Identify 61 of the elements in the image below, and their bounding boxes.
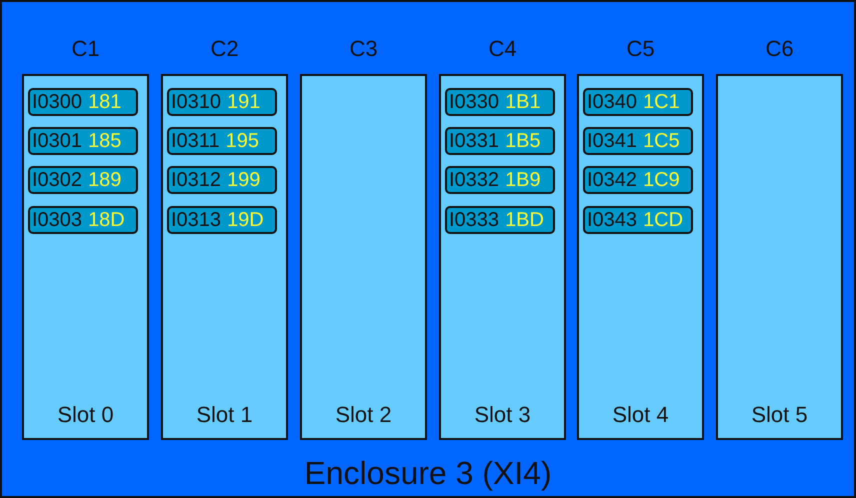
hex-address: 1BD [505, 208, 544, 232]
module-tag [445, 88, 555, 116]
hex-address: 189 [88, 168, 122, 192]
module-tag [583, 206, 693, 234]
hex-address: 1C1 [643, 90, 680, 114]
hex-address: 1B1 [505, 90, 541, 114]
hex-address: 1CD [643, 208, 684, 232]
hex-address: 181 [88, 90, 122, 114]
slot-label: Slot 3 [473, 402, 532, 428]
column-heading: C2 [210, 35, 239, 63]
module-id: I0311 [171, 130, 220, 152]
slot-label: Slot 4 [611, 402, 670, 428]
module-id: I0330 [449, 90, 500, 114]
module-id: I0331 [449, 130, 500, 152]
module-id: I0342 [587, 168, 638, 192]
module-id: I0301 [32, 130, 82, 152]
hex-address: 1B5 [505, 130, 541, 152]
hex-address: 191 [227, 90, 260, 114]
hex-address: 19D [227, 208, 264, 232]
module-tag [583, 127, 693, 155]
module-id: I0300 [32, 90, 82, 114]
hex-address: 1B9 [505, 168, 541, 192]
module-id: I0303 [32, 208, 82, 232]
module-tag [167, 127, 277, 155]
slot-label: Slot 2 [334, 402, 393, 428]
column-heading: C3 [349, 35, 378, 63]
module-id: I0333 [449, 208, 500, 232]
hex-address: 1C9 [643, 168, 680, 192]
module-tag [445, 206, 555, 234]
module-tag [445, 166, 555, 194]
module-id: I0340 [587, 90, 638, 114]
slot-label: Slot 0 [56, 402, 115, 428]
hex-address: 195 [226, 130, 259, 152]
module-id: I0310 [171, 90, 222, 114]
module-tag [28, 88, 138, 116]
hex-address: 199 [227, 168, 260, 192]
module-id: I0312 [171, 168, 222, 192]
module-id: I0343 [587, 208, 638, 232]
column-heading: C5 [626, 35, 655, 63]
slot-label: Slot 5 [750, 402, 809, 428]
module-tag [28, 166, 138, 194]
column-heading: C1 [71, 35, 100, 63]
module-tag [28, 206, 138, 234]
module-tag [28, 127, 138, 155]
module-id: I0302 [32, 168, 82, 192]
module-tag [445, 127, 555, 155]
module-tag [583, 88, 693, 116]
enclosure-title: Enclosure 3 (XI4) [303, 455, 553, 492]
column-heading: C4 [488, 35, 517, 63]
column-heading: C6 [765, 35, 794, 63]
module-tag [167, 206, 277, 234]
module-id: I0332 [449, 168, 500, 192]
hex-address: 185 [88, 130, 122, 152]
slot-label: Slot 1 [195, 402, 254, 428]
hex-address: 1C5 [643, 130, 680, 152]
module-id: I0313 [171, 208, 222, 232]
module-tag [167, 166, 277, 194]
hex-address: 18D [88, 208, 125, 232]
module-tag [583, 166, 693, 194]
module-tag [167, 88, 277, 116]
module-id: I0341 [587, 130, 638, 152]
